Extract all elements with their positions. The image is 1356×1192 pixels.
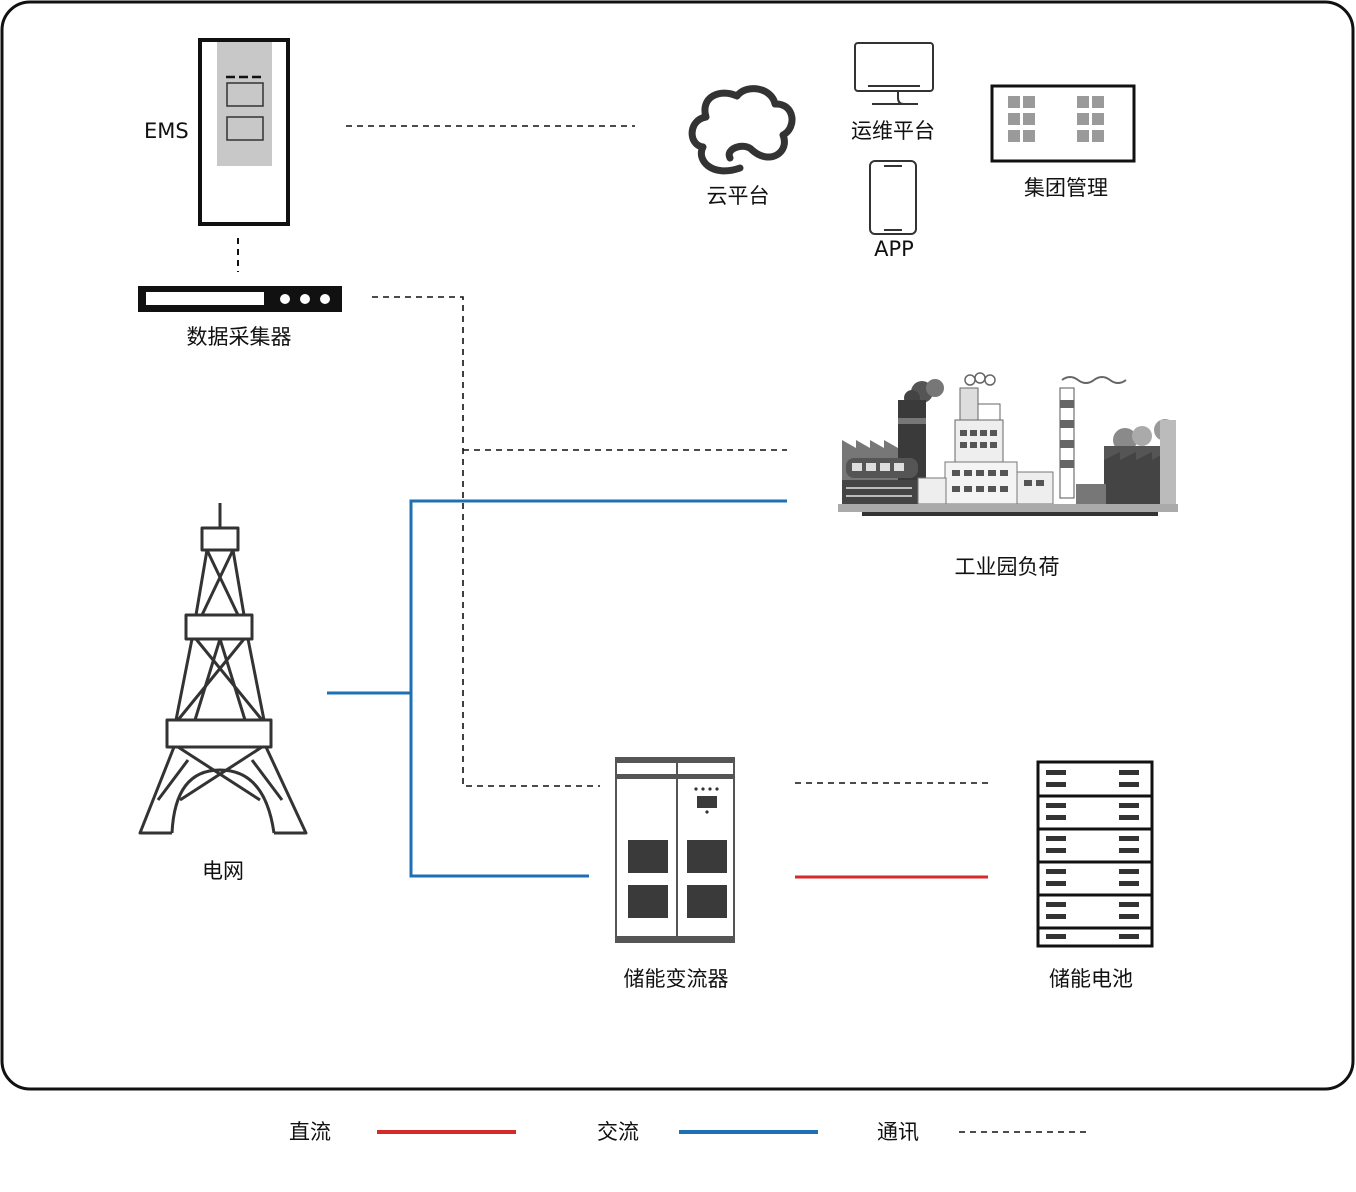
pcs-cabinet-icon <box>615 757 735 943</box>
diagram-frame <box>0 0 1355 1091</box>
cloud-label: 云平台 <box>706 184 770 208</box>
battery-label: 储能电池 <box>1049 967 1133 991</box>
legend-comm-label: 通讯 <box>877 1120 919 1144</box>
data-collector-icon <box>138 286 342 312</box>
comm-lines <box>237 125 992 787</box>
legend-ac-label: 交流 <box>597 1120 639 1144</box>
monitor-icon <box>854 42 934 105</box>
grid-label: 电网 <box>202 859 244 883</box>
legend-dc-label: 直流 <box>289 1120 331 1144</box>
app-label: APP <box>874 237 914 261</box>
cloud-icon <box>688 85 796 175</box>
ops-platform-label: 运维平台 <box>851 119 935 143</box>
ac-lines <box>327 499 787 878</box>
battery-rack-icon <box>1036 760 1154 948</box>
group-management-label: 集团管理 <box>1024 176 1108 200</box>
industrial-park-icon <box>838 372 1178 516</box>
data-collector-label: 数据采集器 <box>186 325 292 349</box>
ems-label: EMS <box>144 119 189 143</box>
ac-line-bus <box>409 499 787 878</box>
grid-tower-icon <box>138 503 308 835</box>
phone-icon <box>869 160 917 235</box>
pcs-label: 储能变流器 <box>623 967 729 991</box>
comm-line-collector-bus <box>372 296 600 787</box>
group-building-icon <box>990 84 1136 163</box>
industrial-load-label: 工业园负荷 <box>954 555 1060 579</box>
ems-cabinet-icon <box>198 38 290 226</box>
